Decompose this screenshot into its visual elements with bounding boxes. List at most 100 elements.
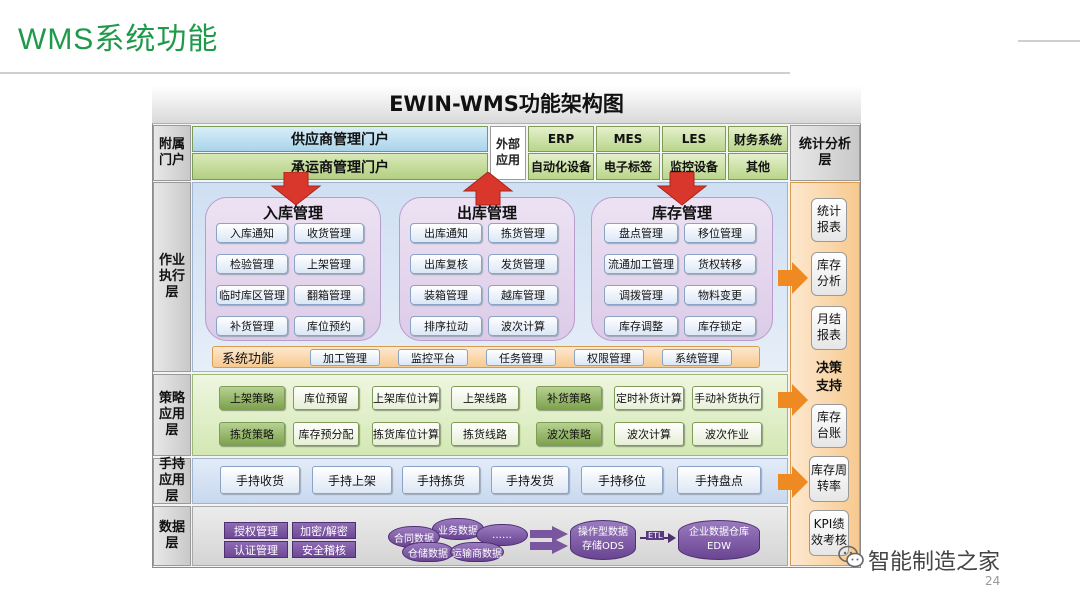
edw-line-1: 企业数据仓库 [689, 527, 749, 538]
analysis-item-text: 库存周转率 [810, 463, 847, 493]
inbound-item: 检验管理 [216, 254, 288, 274]
ods-line-1: 操作型数据 [578, 527, 628, 538]
analysis-item-text: KPI绩效考核 [810, 517, 847, 547]
system-function-item: 加工管理 [310, 349, 380, 366]
analysis-item: 库存分析 [811, 252, 847, 296]
layer-label-strategy: 策略应用层 [153, 374, 191, 456]
inbound-item: 库位预约 [294, 316, 364, 336]
strategy-item: 波次策略 [536, 422, 602, 446]
data-security-item: 认证管理 [224, 541, 288, 558]
handheld-item: 手持收货 [220, 466, 300, 494]
diagram-title: EWIN-WMS功能架构图 [389, 92, 624, 116]
external-finance: 财务系统 [728, 126, 788, 152]
layer-label-execution: 作业执行层 [153, 182, 191, 372]
arrow-right-icon [778, 384, 808, 416]
layer-label-text: 作业执行层 [158, 252, 185, 301]
external-app-label: 外部应用 [490, 126, 526, 180]
strategy-item: 波次计算 [614, 422, 684, 446]
header-divider-right [1018, 40, 1080, 42]
external-other: 其他 [728, 153, 788, 180]
decision-support-title: 决策支持 [806, 360, 852, 395]
portal-carrier: 承运商管理门户 [192, 153, 488, 180]
outbound-item: 装箱管理 [410, 285, 482, 305]
strategy-item: 上架策略 [219, 386, 285, 410]
data-security-item: 加密/解密 [292, 522, 356, 539]
system-function-item: 权限管理 [574, 349, 644, 366]
system-function-item: 监控平台 [398, 349, 468, 366]
arrow-right-icon [778, 466, 808, 498]
inbound-item: 临时库区管理 [216, 285, 288, 305]
layer-label-text: 策略应用层 [158, 390, 185, 439]
layer-label-text: 数据层 [158, 519, 185, 551]
handheld-item: 手持移位 [581, 466, 663, 494]
strategy-item: 拣货策略 [219, 422, 285, 446]
handheld-item: 手持拣货 [402, 466, 480, 494]
inbound-item: 入库通知 [216, 223, 288, 243]
analysis-item-text: 月结报表 [816, 312, 841, 342]
external-mes: MES [596, 126, 660, 152]
analysis-column [790, 182, 860, 566]
wechat-logo-icon [838, 545, 864, 568]
outbound-item: 波次计算 [488, 316, 558, 336]
strategy-item: 库位预留 [293, 386, 359, 410]
outbound-item: 拣货管理 [488, 223, 558, 243]
outbound-item: 出库通知 [410, 223, 482, 243]
watermark-text: 智能制造之家 [868, 550, 1001, 575]
external-les: LES [662, 126, 726, 152]
edw-database-icon: 企业数据仓库 EDW [678, 520, 760, 560]
external-e-label: 电子标签 [596, 153, 660, 180]
database-icon: 运输商数据 [450, 542, 504, 562]
inventory-item: 库存锁定 [684, 316, 756, 336]
strategy-item: 上架线路 [451, 386, 519, 410]
external-app-label-text: 外部应用 [495, 137, 520, 167]
inventory-item: 货权转移 [684, 254, 756, 274]
external-automation: 自动化设备 [528, 153, 594, 180]
strategy-item: 定时补货计算 [614, 386, 684, 410]
outbound-item: 出库复核 [410, 254, 482, 274]
portal-supplier: 供应商管理门户 [192, 126, 488, 152]
outbound-item: 越库管理 [488, 285, 558, 305]
analysis-item: 库存台账 [811, 404, 847, 448]
inventory-item: 调拨管理 [604, 285, 678, 305]
decision-support-text: 决策支持 [815, 361, 842, 394]
strategy-item: 手动补货执行 [692, 386, 762, 410]
inventory-item: 移位管理 [684, 223, 756, 243]
database-icon: 仓储数据 [402, 542, 454, 562]
system-function-item: 任务管理 [486, 349, 556, 366]
layer-label-text: 附属门户 [158, 136, 185, 168]
arrow-down-icon [656, 172, 708, 206]
inbound-item: 收货管理 [294, 223, 364, 243]
analysis-item-text: 库存台账 [816, 410, 841, 440]
external-erp: ERP [528, 126, 594, 152]
handheld-item: 手持盘点 [677, 466, 761, 494]
layer-label-attached-portal: 附属门户 [153, 125, 191, 181]
layer-label-analysis: 统计分析层 [790, 125, 860, 181]
strategy-item: 拣货线路 [451, 422, 519, 446]
layer-label-text: 手持应用层 [158, 456, 185, 505]
etl-label: ETL [646, 531, 665, 540]
outbound-item: 发货管理 [488, 254, 558, 274]
slide-title: WMS系统功能 [18, 23, 219, 56]
analysis-item-text: 库存分析 [816, 258, 841, 288]
inventory-item: 流通加工管理 [604, 254, 678, 274]
system-function-item: 系统管理 [662, 349, 732, 366]
group-outbound-title: 出库管理 [456, 204, 517, 222]
inbound-item: 翻箱管理 [294, 285, 364, 305]
inventory-item: 物料变更 [684, 285, 756, 305]
strategy-item: 上架库位计算 [372, 386, 440, 410]
group-inbound-title: 入库管理 [262, 204, 323, 222]
arrow-down-icon [270, 172, 322, 206]
analysis-item: 库存周转率 [809, 456, 849, 502]
ods-line-2: 存储ODS [582, 541, 624, 552]
handheld-item: 手持发货 [491, 466, 569, 494]
strategy-item: 拣货库位计算 [372, 422, 440, 446]
inventory-item: 盘点管理 [604, 223, 678, 243]
handheld-item: 手持上架 [312, 466, 392, 494]
analysis-item-text: 统计报表 [816, 204, 841, 234]
header-divider [0, 72, 790, 74]
arrow-up-icon [462, 172, 514, 206]
diagram-title-bar [152, 86, 861, 124]
system-functions-label: 系统功能 [222, 352, 275, 367]
data-security-item: 安全稽核 [292, 541, 356, 558]
page-number: 24 [985, 574, 1001, 588]
